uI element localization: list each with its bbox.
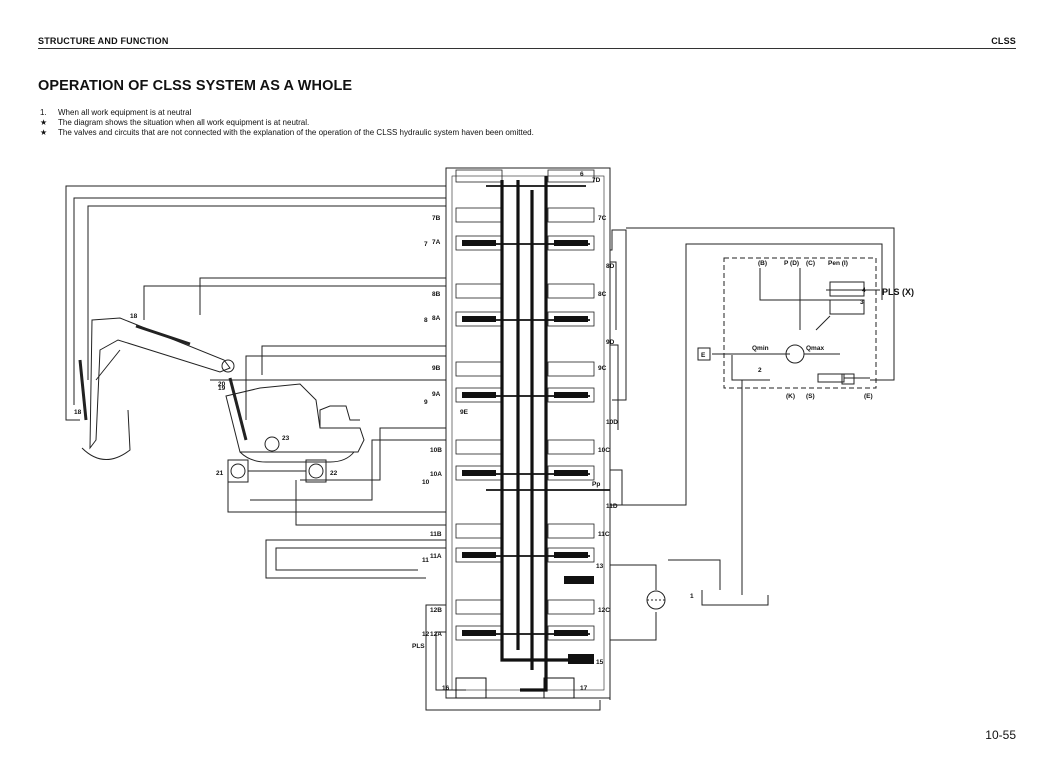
page-number: 10-55 <box>985 728 1016 742</box>
label-12: 12 <box>422 631 430 638</box>
label-15: 15 <box>596 659 604 666</box>
label-pen: Pen (I) <box>828 260 848 267</box>
label-6: 6 <box>580 171 584 178</box>
label-7: 7 <box>424 241 428 248</box>
label-s: (S) <box>806 393 815 400</box>
motors <box>227 436 327 483</box>
pump-assembly <box>712 257 880 389</box>
label-18b: 18 <box>130 313 138 320</box>
label-13: 13 <box>596 563 604 570</box>
label-e-port: E <box>701 352 706 359</box>
label-2: 2 <box>758 367 762 374</box>
label-7b: 7B <box>432 215 441 222</box>
label-12c: 12C <box>598 607 610 614</box>
label-qmin: Qmin <box>752 345 769 352</box>
label-3: 3 <box>860 299 864 306</box>
label-d: P (D) <box>784 260 799 267</box>
label-9d: 9D <box>606 339 615 346</box>
spool-bodies <box>462 240 594 664</box>
label-7d: 7D <box>592 177 601 184</box>
cross-passages <box>470 185 610 635</box>
note-marker: 1. <box>40 108 47 117</box>
label-10b: 10B <box>430 447 442 454</box>
label-18a: 18 <box>74 409 82 416</box>
spool-rows <box>455 169 595 641</box>
label-11d: 11D <box>606 503 618 510</box>
page-header: STRUCTURE AND FUNCTION CLSS <box>38 34 1016 49</box>
label-8c: 8C <box>598 291 607 298</box>
label-10a: 10A <box>430 471 442 478</box>
label-9c: 9C <box>598 365 607 372</box>
label-20: 20 <box>218 381 226 388</box>
note-text: The valves and circuits that are not con… <box>58 128 534 137</box>
pump-labels: PLS (X) 1 2 3 4 (B) P (D) (C) Pen (I) Qm… <box>690 260 914 600</box>
label-17: 17 <box>580 685 588 692</box>
label-qmax: Qmax <box>806 345 824 352</box>
label-23: 23 <box>282 435 290 442</box>
label-pls-x: PLS (X) <box>882 287 914 297</box>
label-b: (B) <box>758 260 767 267</box>
label-pls: PLS <box>412 643 425 650</box>
note-text: The diagram shows the situation when all… <box>58 118 310 127</box>
label-pp: Pp <box>592 481 600 488</box>
label-8b: 8B <box>432 291 441 298</box>
label-9: 9 <box>424 399 428 406</box>
label-8a: 8A <box>432 315 441 322</box>
label-10: 10 <box>422 479 430 486</box>
valve-labels: 6 7D 7B 7C 7A 7 8D 8B 8C 8A 8 9D 9B 9C 9… <box>412 171 618 692</box>
pump-port-e <box>697 347 711 361</box>
note-item: 1. When all work equipment is at neutral <box>40 108 534 118</box>
label-16: 16 <box>442 685 450 692</box>
star-icon: ★ <box>40 128 48 137</box>
label-19: 19 <box>218 385 226 392</box>
section-title: STRUCTURE AND FUNCTION <box>38 36 169 46</box>
note-text: When all work equipment is at neutral <box>58 108 192 117</box>
label-12a: 12A <box>430 631 442 638</box>
label-22: 22 <box>330 470 338 477</box>
label-7c: 7C <box>598 215 607 222</box>
label-21: 21 <box>216 470 224 477</box>
control-valve-block <box>445 167 611 699</box>
label-11: 11 <box>422 557 429 564</box>
label-8d: 8D <box>606 263 615 270</box>
label-11b: 11B <box>430 531 442 538</box>
machine-labels: 18 18 19 20 21 22 23 <box>74 313 338 477</box>
label-11c: 11C <box>598 531 610 538</box>
bottom-valve-blocks <box>455 677 575 699</box>
star-icon: ★ <box>40 118 48 127</box>
label-11a: 11A <box>430 553 442 560</box>
label-k: (K) <box>786 393 795 400</box>
label-10d: 10D <box>606 419 618 426</box>
note-item: ★ The valves and circuits that are not c… <box>40 128 534 138</box>
label-e: (E) <box>864 393 873 400</box>
label-7a: 7A <box>432 239 441 246</box>
label-9e: 9E <box>460 409 469 416</box>
label-9a: 9A <box>432 391 441 398</box>
main-pressure-lines <box>500 176 580 692</box>
label-10c: 10C <box>598 447 610 454</box>
label-1: 1 <box>690 593 694 600</box>
label-c: (C) <box>806 260 815 267</box>
excavator-outline <box>78 317 365 463</box>
page-title: OPERATION OF CLSS SYSTEM AS A WHOLE <box>38 78 353 94</box>
chapter-title: CLSS <box>991 36 1016 46</box>
notes-list: 1. When all work equipment is at neutral… <box>40 108 534 138</box>
label-12b: 12B <box>430 607 442 614</box>
label-9b: 9B <box>432 365 441 372</box>
note-item: ★ The diagram shows the situation when a… <box>40 118 534 128</box>
label-4: 4 <box>862 287 866 294</box>
label-8: 8 <box>424 317 428 324</box>
circuit-lines <box>65 185 895 711</box>
